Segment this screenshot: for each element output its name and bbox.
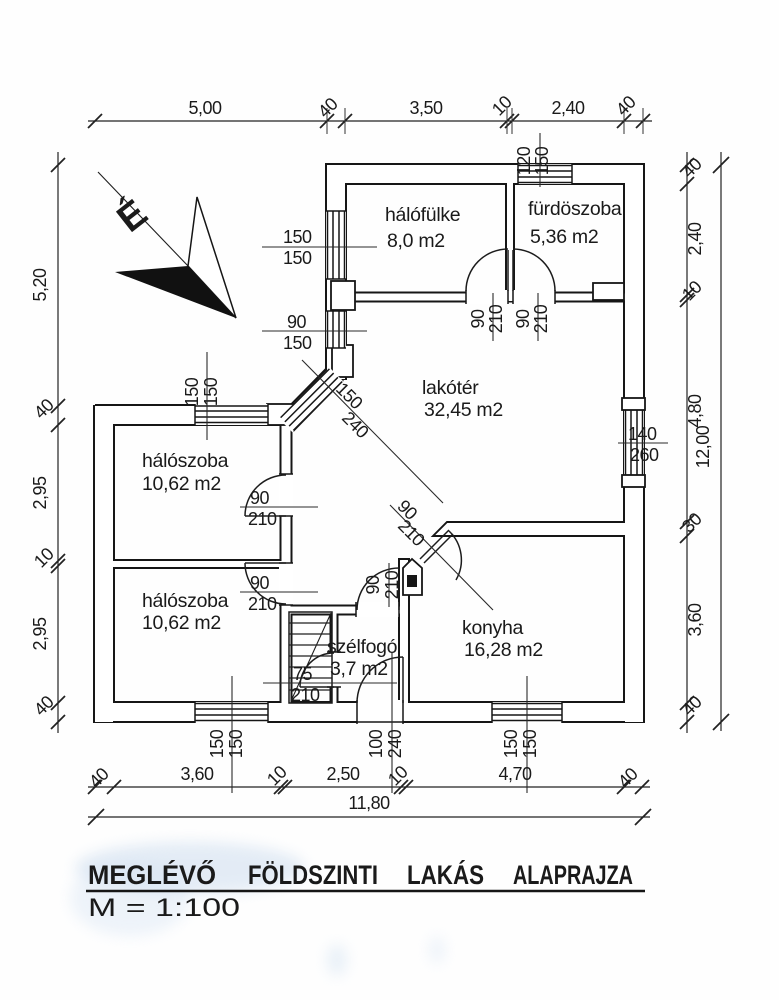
room-konyha-name: konyha bbox=[462, 617, 524, 639]
dim-right-6: 40 bbox=[678, 692, 706, 720]
leader-lines bbox=[231, 133, 668, 793]
dim-bottom-1: 3,60 bbox=[180, 764, 214, 784]
title-word-3: LAKÁS bbox=[407, 859, 484, 890]
kitchen-door-post-mark bbox=[407, 575, 417, 587]
vestibule-door bbox=[356, 567, 400, 611]
bath-window-h: 150 bbox=[532, 146, 552, 175]
room-lakoter-area: 32,45 m2 bbox=[424, 399, 503, 421]
opening-labels: 150 150 90 150 120 150 90 210 90 210 150… bbox=[182, 146, 660, 758]
room-haloszoba2-name: hálószoba bbox=[142, 590, 229, 612]
dim-top-2: 3,50 bbox=[409, 98, 443, 118]
bottom-ticks bbox=[87, 779, 650, 795]
dim-bottom-5: 4,70 bbox=[498, 764, 532, 784]
bed1-door-h: 210 bbox=[248, 509, 277, 529]
entry-door-w: 100 bbox=[366, 729, 386, 758]
dim-top-4: 2,40 bbox=[551, 98, 585, 118]
door-openings bbox=[279, 290, 555, 724]
bed-top-window-w: 150 bbox=[182, 377, 202, 406]
north-label: É bbox=[108, 191, 155, 241]
title-word-2: FÖLDSZINTI bbox=[248, 860, 378, 890]
bed2-door-h: 210 bbox=[248, 594, 277, 614]
vestibule-door-h: 210 bbox=[382, 570, 402, 599]
room-labels: hálófülke 8,0 m2 fürdöszoba 5,36 m2 lakó… bbox=[142, 198, 622, 680]
stairs-door-h: 210 bbox=[291, 685, 320, 705]
hall-door-h: 210 bbox=[486, 304, 506, 333]
kitchen-top-wall bbox=[430, 521, 641, 537]
room-szelfogo-name: szélfogó bbox=[327, 636, 398, 658]
upper-window1-w: 150 bbox=[283, 227, 312, 247]
stairs-door-w: 75 bbox=[293, 664, 313, 684]
kitchen-window-w: 150 bbox=[501, 729, 521, 758]
bath-door bbox=[512, 248, 556, 292]
dim-bottom-3: 2,50 bbox=[326, 764, 360, 784]
wall-piers bbox=[266, 280, 625, 596]
room-halofulke-area: 8,0 m2 bbox=[387, 230, 445, 252]
upper-window2-h: 150 bbox=[283, 333, 312, 353]
upper-window2-w: 90 bbox=[287, 312, 307, 332]
living-window-h: 260 bbox=[630, 445, 659, 465]
bed2-door-w: 90 bbox=[250, 573, 270, 593]
dim-top-1: 40 bbox=[314, 94, 342, 122]
bath-window-w: 120 bbox=[514, 146, 534, 175]
room-haloszoba1-name: hálószoba bbox=[142, 450, 229, 472]
bed1-door bbox=[244, 474, 287, 517]
room-lakoter-name: lakótér bbox=[422, 377, 479, 399]
dim-top-5: 40 bbox=[612, 92, 640, 120]
north-arrow-solid bbox=[115, 266, 236, 318]
upper-left-window-1 bbox=[326, 210, 346, 280]
dim-left-3: 10 bbox=[30, 544, 58, 572]
entry-door-h: 240 bbox=[385, 729, 405, 758]
dim-left-0: 5,20 bbox=[30, 268, 50, 302]
dim-lines bbox=[50, 108, 730, 826]
stairs bbox=[288, 611, 333, 704]
upper-left-window-2 bbox=[326, 310, 346, 349]
entry-door bbox=[356, 656, 404, 704]
room-haloszoba2-area: 10,62 m2 bbox=[142, 612, 221, 634]
scan-watermark bbox=[70, 842, 445, 976]
upper-window1-h: 150 bbox=[283, 248, 312, 268]
room-furdoszoba-name: fürdöszoba bbox=[528, 198, 622, 220]
dim-left-5: 40 bbox=[30, 692, 58, 720]
dim-right-0: 40 bbox=[678, 154, 706, 182]
room-konyha-area: 16,28 m2 bbox=[464, 639, 543, 661]
bath-window bbox=[517, 164, 573, 184]
bath-door-h: 210 bbox=[531, 304, 551, 333]
dim-left-1: 40 bbox=[30, 395, 58, 423]
dim-left-4: 2,95 bbox=[30, 617, 50, 651]
dim-top-0: 5,00 bbox=[188, 98, 222, 118]
bed-bottom-window-w: 150 bbox=[207, 729, 227, 758]
title-word-1: MEGLÉVŐ bbox=[88, 859, 216, 890]
dim-right-1: 2,40 bbox=[685, 222, 705, 256]
room-furdoszoba-area: 5,36 m2 bbox=[530, 226, 598, 248]
bath-door-w: 90 bbox=[513, 309, 533, 329]
title-block: MEGLÉVŐ FÖLDSZINTI LAKÁS ALAPRAJZA M = 1… bbox=[86, 859, 645, 922]
scale-label: M = 1:100 bbox=[88, 894, 240, 922]
room-halofulke-name: hálófülke bbox=[385, 204, 460, 226]
dim-right-3: 4,80 bbox=[685, 394, 705, 428]
diag-window-h: 240 bbox=[338, 408, 373, 443]
room-szelfogo-area: 3,7 m2 bbox=[330, 658, 388, 680]
left-ticks bbox=[50, 157, 66, 730]
right-ticks bbox=[679, 157, 695, 730]
diagonal-window bbox=[278, 367, 344, 433]
bed1-door-w: 90 bbox=[250, 488, 270, 508]
dim-left-2: 2,95 bbox=[30, 476, 50, 510]
hall-door-w: 90 bbox=[468, 309, 488, 329]
room-haloszoba1-area: 10,62 m2 bbox=[142, 473, 221, 495]
hall-door bbox=[465, 248, 509, 292]
north-arrow: É bbox=[97, 171, 237, 319]
bed-bottom-window-h: 150 bbox=[226, 729, 246, 758]
dim-total-width: 11,80 bbox=[348, 793, 390, 813]
kitchen-window-h: 150 bbox=[520, 729, 540, 758]
dim-right-5: 3,60 bbox=[685, 603, 705, 637]
title-word-4: ALAPRAJZA bbox=[513, 860, 633, 890]
bed-top-window-h: 150 bbox=[201, 377, 221, 406]
dim-right-4: 30 bbox=[678, 509, 706, 537]
kitchen-door-h: 210 bbox=[394, 516, 429, 551]
living-window-w: 140 bbox=[628, 424, 657, 444]
vestibule-door-w: 90 bbox=[363, 575, 383, 595]
dim-total-height: 12,00 bbox=[693, 425, 713, 468]
